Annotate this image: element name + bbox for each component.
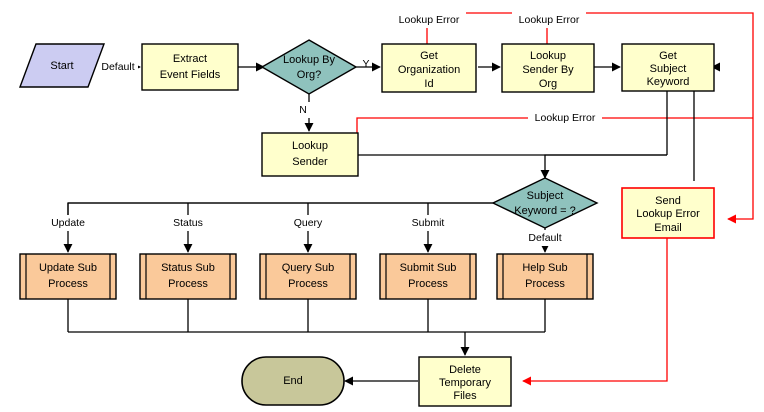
subject-keyword-decision-label-line1: Subject bbox=[527, 190, 564, 202]
get-subject-keyword-label-line1: Get bbox=[659, 50, 677, 62]
node-delete-temporary-files[interactable]: Delete Temporary Files bbox=[418, 356, 512, 407]
node-lookup-sender[interactable]: Lookup Sender bbox=[261, 132, 359, 177]
node-submit-sub-process[interactable]: Submit Sub Process bbox=[379, 253, 477, 300]
submit-sub-process-label-line1: Submit Sub bbox=[400, 262, 457, 274]
node-get-organization-id[interactable]: Get Organization Id bbox=[381, 43, 477, 93]
lookup-sender-by-org-label-line3: Org bbox=[539, 78, 557, 90]
label-knockout-2 bbox=[512, 12, 586, 28]
node-extract-event-fields[interactable]: Extract Event Fields bbox=[141, 43, 239, 91]
label-knockout-status bbox=[168, 215, 210, 231]
edge-label-lookup-error-1-top: Lookup Error bbox=[399, 14, 460, 26]
get-organization-id-label-line2: Organization bbox=[398, 64, 460, 76]
query-sub-process-label-line2: Process bbox=[288, 278, 328, 290]
query-sub-process-label-line1: Query Sub bbox=[282, 262, 335, 274]
send-lookup-error-email-shape bbox=[621, 187, 715, 239]
extract-event-fields-label-line1: Extract bbox=[173, 53, 207, 65]
label-knockout-3 bbox=[528, 110, 602, 126]
node-status-sub-process[interactable]: Status Sub Process bbox=[139, 253, 237, 300]
node-lookup-by-org[interactable]: Lookup By Org? bbox=[260, 39, 358, 95]
node-send-lookup-error-email[interactable]: Send Lookup Error Email bbox=[621, 187, 715, 239]
edge-label-branch-query-top: Query bbox=[294, 217, 323, 229]
edge-label-yes: Y bbox=[362, 58, 369, 70]
submit-sub-process-bars bbox=[385, 254, 471, 299]
node-start[interactable]: Start bbox=[18, 43, 106, 88]
subject-keyword-decision-label-line2: Keyword = ? bbox=[514, 205, 575, 217]
status-sub-process-shape bbox=[139, 253, 237, 300]
query-sub-process-bars bbox=[265, 254, 351, 299]
edge-label-lookup-error-3-top: Lookup Error bbox=[535, 112, 596, 124]
get-subject-keyword-label-line3: Keyword bbox=[647, 76, 690, 88]
node-end[interactable]: End bbox=[241, 356, 345, 406]
extract-event-fields-shape bbox=[141, 43, 239, 91]
node-subject-keyword-decision[interactable]: Subject Keyword = ? bbox=[491, 177, 599, 229]
update-sub-process-label-line2: Process bbox=[48, 278, 88, 290]
label-knockout-update bbox=[48, 215, 90, 231]
query-sub-process-shape bbox=[259, 253, 357, 300]
lookup-sender-by-org-label-line2: Sender By bbox=[522, 64, 574, 76]
node-get-subject-keyword[interactable]: Get Subject Keyword bbox=[621, 43, 715, 92]
send-lookup-error-email-label-line3: Email bbox=[654, 222, 682, 234]
lookup-sender-by-org-label-line1: Lookup bbox=[530, 50, 566, 62]
delete-temporary-files-label-line1: Delete bbox=[449, 364, 481, 376]
help-sub-process-label-line1: Help Sub bbox=[522, 262, 567, 274]
subject-keyword-decision-shape bbox=[491, 177, 599, 229]
status-sub-process-label-line1: Status Sub bbox=[161, 262, 215, 274]
edge-label-branch-status-top: Status bbox=[173, 217, 203, 229]
lookup-by-org-label-line1: Lookup By bbox=[283, 54, 335, 66]
edge-label-default-start-top: Default bbox=[101, 61, 134, 73]
lookup-sender-label-line1: Lookup bbox=[292, 140, 328, 152]
get-subject-keyword-label-line2: Subject bbox=[650, 63, 687, 75]
update-sub-process-label-line1: Update Sub bbox=[39, 262, 97, 274]
send-lookup-error-email-label-line2: Lookup Error bbox=[636, 208, 700, 220]
label-knockout-no bbox=[296, 102, 312, 118]
submit-sub-process-label-line2: Process bbox=[408, 278, 448, 290]
node-update-sub-process[interactable]: Update Sub Process bbox=[19, 253, 117, 300]
edge-label-branch-update-top: Update bbox=[51, 217, 85, 229]
lookup-sender-shape bbox=[261, 132, 359, 177]
update-sub-process-bars bbox=[25, 254, 111, 299]
delete-temporary-files-label-line3: Files bbox=[453, 390, 477, 402]
node-lookup-sender-by-org[interactable]: Lookup Sender By Org bbox=[501, 43, 595, 93]
label-knockout-query bbox=[288, 215, 330, 231]
connector-errormail-to-delete bbox=[522, 238, 668, 386]
start-label: Start bbox=[50, 60, 73, 72]
delete-temporary-files-shape bbox=[418, 356, 512, 407]
label-knockout-submit bbox=[408, 215, 450, 231]
edge-label-branch-submit-top: Submit bbox=[412, 217, 445, 229]
get-organization-id-label-line3: Id bbox=[424, 78, 433, 90]
end-shape bbox=[241, 356, 345, 406]
lookup-by-org-label-line2: Org? bbox=[297, 69, 321, 81]
help-sub-process-bars bbox=[502, 254, 588, 299]
connector-bus-to-subjectkeyword-decision bbox=[540, 154, 667, 179]
get-organization-id-label-line1: Get bbox=[420, 50, 438, 62]
get-organization-id-shape bbox=[381, 43, 477, 93]
extract-event-fields-label-line2: Event Fields bbox=[160, 69, 221, 81]
status-sub-process-bars bbox=[145, 254, 231, 299]
connector-error-lookupsender bbox=[356, 117, 753, 135]
edge-label-branch-default-top: Default bbox=[528, 232, 561, 244]
end-label: End bbox=[283, 375, 303, 387]
label-knockout-default-branch bbox=[522, 230, 568, 246]
lookup-sender-by-org-shape bbox=[501, 43, 595, 93]
send-lookup-error-email-label-line1: Send bbox=[655, 195, 681, 207]
help-sub-process-label-line2: Process bbox=[525, 278, 565, 290]
lookup-sender-label-line2: Sender bbox=[292, 156, 328, 168]
edge-label-lookup-error-2-top: Lookup Error bbox=[519, 14, 580, 26]
edge-label-no-top: N bbox=[299, 104, 307, 116]
label-knockout-default bbox=[100, 59, 138, 75]
node-help-sub-process[interactable]: Help Sub Process bbox=[496, 253, 594, 300]
delete-temporary-files-label-line2: Temporary bbox=[439, 377, 491, 389]
help-sub-process-shape bbox=[496, 253, 594, 300]
get-subject-keyword-shape bbox=[621, 43, 715, 92]
label-knockout-1 bbox=[392, 12, 466, 28]
node-query-sub-process[interactable]: Query Sub Process bbox=[259, 253, 357, 300]
submit-sub-process-shape bbox=[379, 253, 477, 300]
lookup-by-org-shape bbox=[260, 39, 358, 95]
start-shape bbox=[18, 43, 106, 88]
status-sub-process-label-line2: Process bbox=[168, 278, 208, 290]
update-sub-process-shape bbox=[19, 253, 117, 300]
